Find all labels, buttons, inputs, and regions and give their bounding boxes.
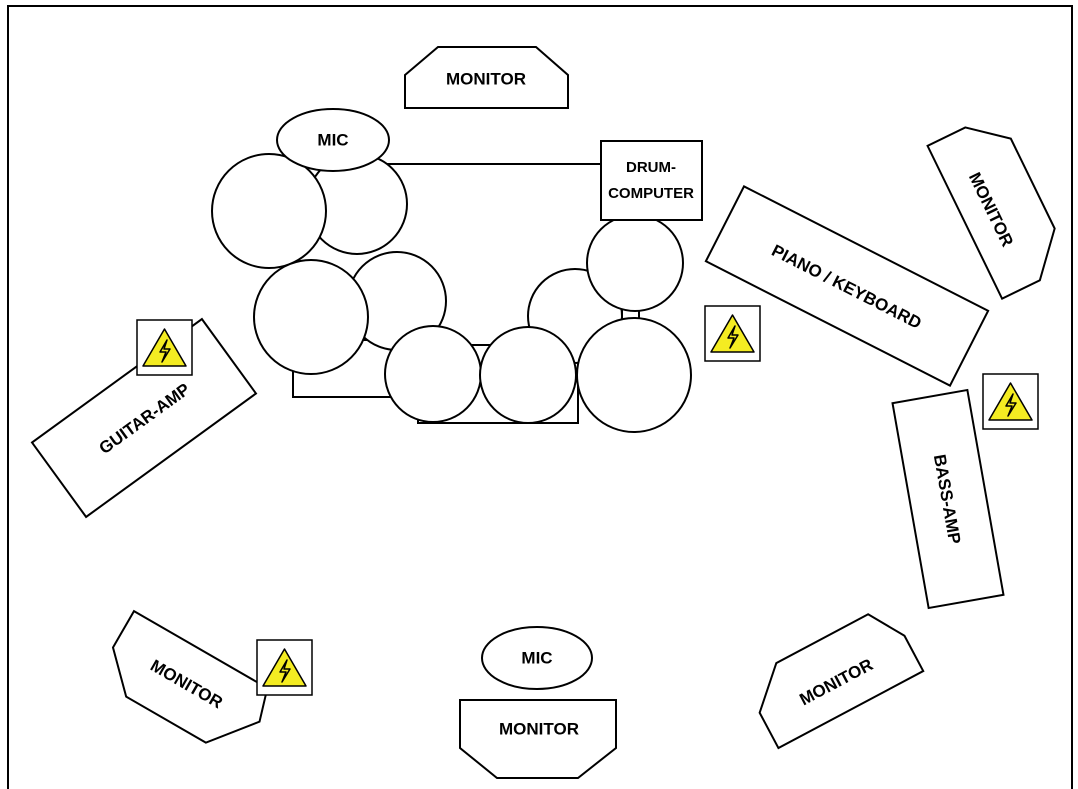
monitor-bottom-left: MONITOR: [111, 609, 269, 744]
monitor-top-label: MONITOR: [446, 69, 526, 88]
vocal-mic: MIC: [481, 626, 593, 690]
monitor-bottom-right: MONITOR: [758, 613, 925, 750]
drum-mic-label: MIC: [317, 130, 348, 149]
monitor-right-top: MONITOR: [926, 126, 1056, 301]
drum-computer-label-line2: COMPUTER: [608, 185, 694, 202]
vocal-mic-label: MIC: [521, 648, 552, 667]
guitar-amp: GUITAR-AMP: [30, 317, 258, 519]
ride-drum: [479, 326, 577, 424]
monitor-bottom-center: MONITOR: [459, 699, 617, 779]
drum-computer: [600, 140, 703, 221]
floor-tom-drum: [211, 153, 327, 269]
cymbal: [586, 214, 684, 312]
monitor-bottom-center-label: MONITOR: [499, 719, 579, 738]
bass-drum: [253, 259, 369, 375]
crash-cymbal: [576, 317, 692, 433]
high-voltage-warning-icon: [136, 319, 193, 376]
drum-mic: [276, 108, 390, 172]
drum-computer-label-line1: DRUM-: [626, 159, 676, 176]
hi-hat: [384, 325, 482, 423]
high-voltage-warning-icon: [982, 373, 1039, 430]
high-voltage-warning-icon: [704, 305, 761, 362]
monitor-top: MONITOR: [404, 46, 569, 109]
high-voltage-warning-icon: [256, 639, 313, 696]
bass-amp: BASS-AMP: [891, 388, 1005, 610]
drum-kit: MIC DRUM- COMPUTER: [211, 108, 703, 433]
frame-border: [7, 5, 1073, 789]
